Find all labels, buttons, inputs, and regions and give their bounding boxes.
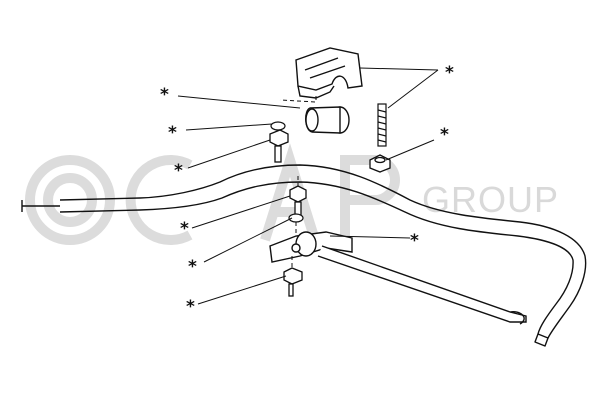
upper-washer: [270, 121, 286, 131]
callout-nut-lower: *: [186, 297, 195, 317]
callout-bolt-lower: *: [180, 219, 189, 239]
callout-bush-clamp-upper: *: [445, 63, 454, 83]
assembly-guides: [279, 96, 317, 268]
upper-nut: [369, 154, 391, 173]
callout-rubber-bush: *: [160, 85, 169, 105]
rubber-bush: [305, 106, 350, 134]
callout-markers: * * * * * * * * *: [160, 63, 454, 317]
leader-lines: [177, 67, 439, 305]
callout-bolt-upper: *: [174, 161, 183, 181]
callout-washer: *: [168, 123, 177, 143]
upper-bush-clamp: [295, 47, 363, 99]
stabilizer-bar: [21, 164, 587, 347]
callout-bush-clamp-lower: *: [410, 231, 419, 251]
callout-washer-lower: *: [188, 257, 197, 277]
lower-nut: [283, 267, 303, 297]
stud-bolt: [377, 103, 387, 147]
lower-bush-clamp: [269, 231, 527, 325]
watermark-group-text: GROUP: [422, 179, 559, 220]
upper-bolt: [269, 129, 289, 163]
callout-nut-upper: *: [440, 125, 449, 145]
